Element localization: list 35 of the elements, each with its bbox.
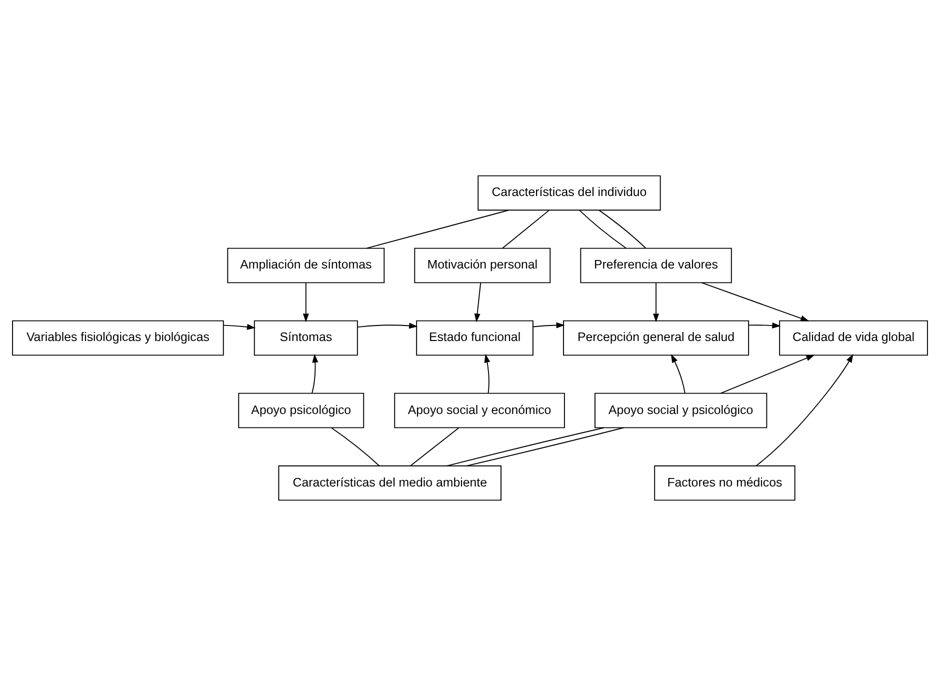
arrow xyxy=(701,282,810,322)
node-box: Ampliación de síntomas xyxy=(227,248,385,284)
node-box: Estado funcional xyxy=(416,320,534,356)
node-box: Características del individuo xyxy=(478,175,661,211)
node-box: Variables fisiológicas y biológicas xyxy=(12,320,224,356)
arrow xyxy=(302,282,309,322)
node-box: Motivación personal xyxy=(414,248,551,284)
connector xyxy=(579,210,627,249)
node-box: Síntomas xyxy=(254,320,358,356)
connector xyxy=(446,427,604,466)
node-box: Percepción general de salud xyxy=(563,320,750,356)
node-box: Características del medio ambiente xyxy=(278,465,502,501)
node-box: Apoyo social y económico xyxy=(394,392,565,428)
connector xyxy=(466,427,624,466)
connector xyxy=(410,427,460,466)
arrow xyxy=(474,282,482,322)
node-box: Apoyo social y psicológico xyxy=(594,392,768,428)
node-box: Calidad de vida global xyxy=(779,320,928,356)
arrow xyxy=(748,322,781,329)
arrow xyxy=(720,354,815,394)
arrow xyxy=(532,322,565,328)
connector xyxy=(502,210,550,249)
connector xyxy=(366,210,509,249)
connector xyxy=(331,427,380,466)
arrow xyxy=(756,354,854,466)
node-box: Apoyo psicológico xyxy=(238,392,364,428)
arrow xyxy=(312,354,318,394)
node-box: Factores no médicos xyxy=(654,465,796,501)
arrow xyxy=(357,322,418,329)
arrow xyxy=(653,282,660,322)
arrow xyxy=(484,354,490,394)
arrow xyxy=(223,324,256,330)
node-box: Preferencia de valores xyxy=(580,248,732,284)
arrow xyxy=(670,354,686,394)
connector xyxy=(598,210,646,249)
